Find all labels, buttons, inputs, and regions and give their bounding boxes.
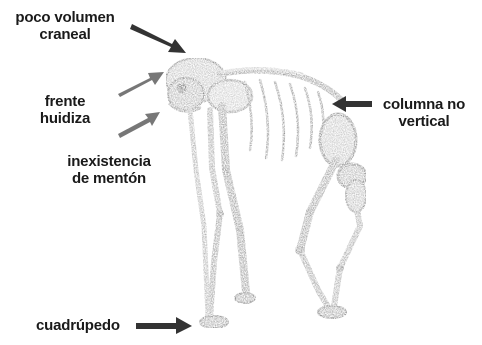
label-poco-volumen-craneal-line2: craneal bbox=[10, 26, 120, 43]
label-columna-no-vertical: columna no vertical bbox=[378, 96, 470, 130]
arrow-menton bbox=[118, 112, 160, 138]
arrow-cuadrupedo bbox=[136, 317, 192, 334]
label-poco-volumen-craneal: poco volumen craneal bbox=[10, 9, 120, 43]
label-columna-no-vertical-line2: vertical bbox=[378, 113, 470, 130]
arrow-craneal bbox=[130, 24, 186, 53]
label-cuadrupedo-line1: cuadrúpedo bbox=[36, 317, 136, 334]
label-frente-huidiza: frente huidiza bbox=[24, 93, 106, 127]
label-frente-huidiza-line2: huidiza bbox=[24, 110, 106, 127]
label-inexistencia-de-menton-line2: de mentón bbox=[56, 170, 162, 187]
arrow-frente bbox=[118, 72, 164, 97]
label-inexistencia-de-menton: inexistencia de mentón bbox=[56, 153, 162, 187]
label-cuadrupedo: cuadrúpedo bbox=[36, 317, 136, 334]
hind-legs bbox=[300, 160, 366, 318]
label-poco-volumen-craneal-line1: poco volumen bbox=[10, 9, 120, 26]
ape-skeleton-illustration bbox=[166, 58, 366, 328]
label-columna-no-vertical-line1: columna no bbox=[378, 96, 470, 113]
label-frente-huidiza-line1: frente bbox=[24, 93, 106, 110]
label-inexistencia-de-menton-line1: inexistencia bbox=[56, 153, 162, 170]
